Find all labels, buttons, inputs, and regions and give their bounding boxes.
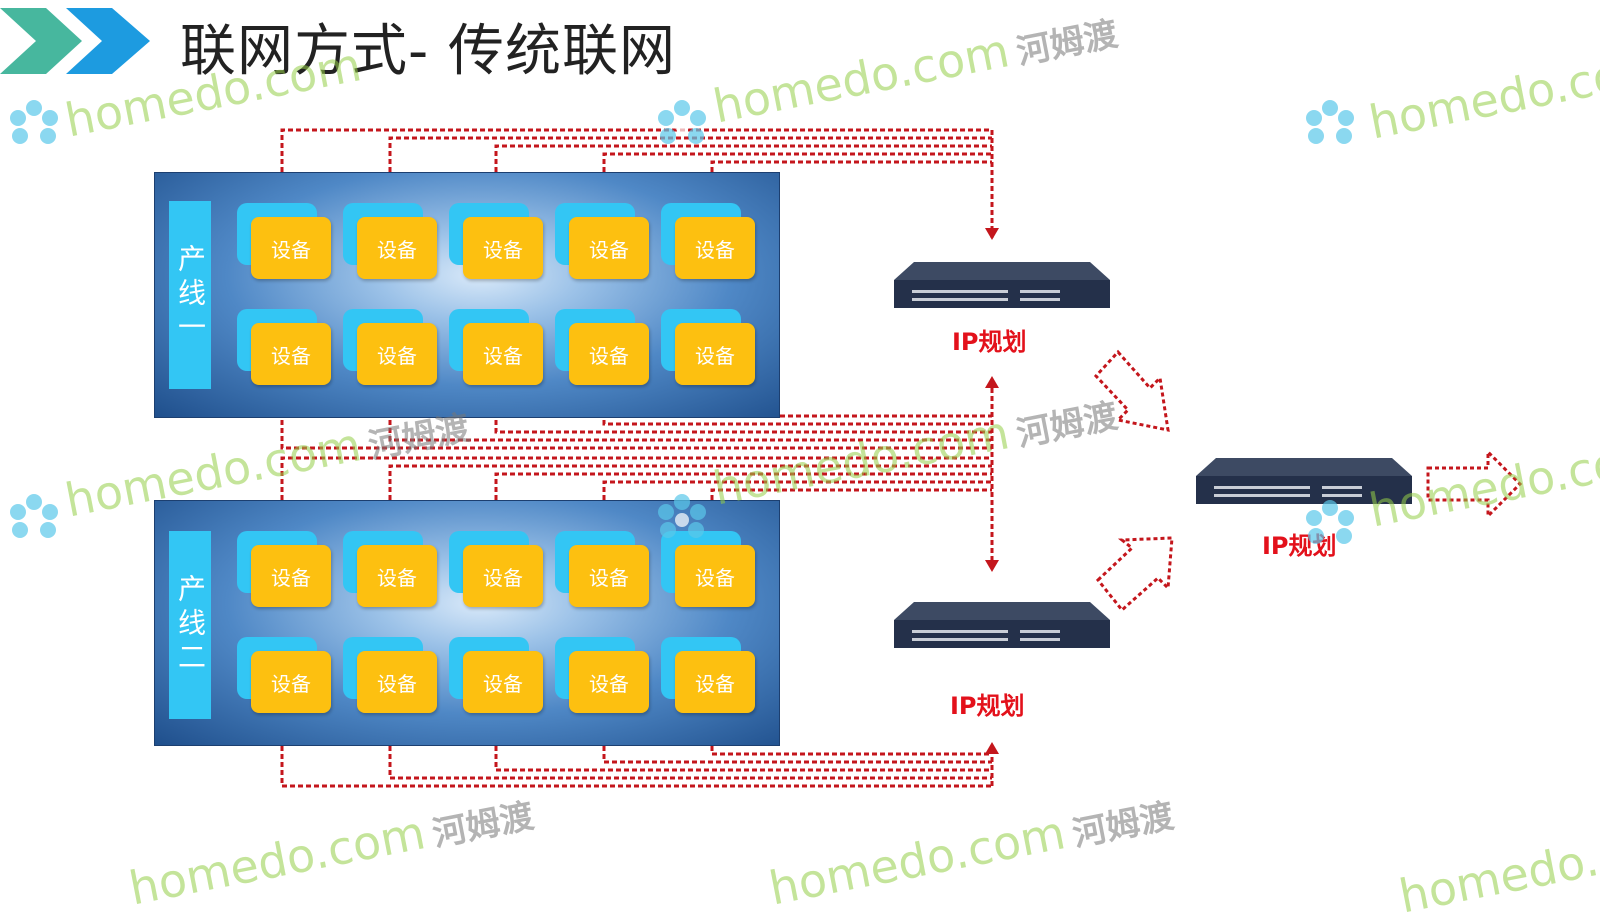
production-line-2-panel: 产线二 设备设备设备设备设备设备设备设备设备设备 xyxy=(154,500,780,746)
device-card: 设备 xyxy=(661,531,767,629)
connection-line xyxy=(494,144,992,212)
arrow-head xyxy=(985,376,999,388)
slide-canvas: 联网方式- 传统联网 产线一 设备设备设备设备设备设备设备设备设备设备 产线二 … xyxy=(0,8,1600,924)
production-line-2-label: 产线二 xyxy=(169,531,211,719)
connection-line xyxy=(494,730,992,772)
device-label: 设备 xyxy=(675,217,755,279)
device-card: 设备 xyxy=(237,309,343,407)
device-label: 设备 xyxy=(357,651,437,713)
device-label: 设备 xyxy=(569,323,649,385)
device-label: 设备 xyxy=(251,217,331,279)
device-label: 设备 xyxy=(463,545,543,607)
device-card: 设备 xyxy=(343,203,449,301)
production-line-1-panel: 产线一 设备设备设备设备设备设备设备设备设备设备 xyxy=(154,172,780,418)
device-label: 设备 xyxy=(251,651,331,713)
switch-1-label: IP规划 xyxy=(952,328,1027,356)
switch-core-label: IP规划 xyxy=(1262,532,1337,560)
connection-line xyxy=(280,404,992,450)
device-label: 设备 xyxy=(675,545,755,607)
device-label: 设备 xyxy=(357,217,437,279)
arrow-head xyxy=(985,560,999,572)
device-card: 设备 xyxy=(449,531,555,629)
device-label: 设备 xyxy=(357,323,437,385)
arrow-core-out xyxy=(1426,448,1523,520)
device-card: 设备 xyxy=(555,531,661,629)
page-title: 联网方式- 传统联网 xyxy=(180,19,677,84)
device-card: 设备 xyxy=(237,203,343,301)
device-card: 设备 xyxy=(449,309,555,407)
uplink-arrows xyxy=(1093,349,1523,613)
connection-line xyxy=(602,404,992,426)
switch-1-icon xyxy=(894,262,1110,308)
device-card: 设备 xyxy=(661,637,767,735)
device-card: 设备 xyxy=(449,203,555,301)
switch-2-icon xyxy=(894,602,1110,648)
device-card: 设备 xyxy=(449,637,555,735)
device-label: 设备 xyxy=(251,545,331,607)
production-line-1-devices: 设备设备设备设备设备设备设备设备设备设备 xyxy=(237,203,757,393)
device-label: 设备 xyxy=(675,323,755,385)
device-card: 设备 xyxy=(237,637,343,735)
connection-line xyxy=(280,730,992,788)
arrow-head xyxy=(985,228,999,240)
arrow-switch2-to-core xyxy=(1095,536,1174,613)
device-label: 设备 xyxy=(569,651,649,713)
production-line-2-label-text: 产线二 xyxy=(174,574,207,676)
switch-core-icon xyxy=(1196,458,1412,504)
device-label: 设备 xyxy=(463,651,543,713)
arrow-head xyxy=(985,742,999,754)
device-label: 设备 xyxy=(463,323,543,385)
device-card: 设备 xyxy=(343,531,449,629)
device-card: 设备 xyxy=(343,637,449,735)
device-label: 设备 xyxy=(463,217,543,279)
device-label: 设备 xyxy=(569,217,649,279)
connection-line xyxy=(494,472,992,540)
device-card: 设备 xyxy=(661,203,767,301)
production-line-1-label-text: 产线一 xyxy=(174,244,207,346)
arrow-switch1-to-core xyxy=(1093,349,1170,432)
device-label: 设备 xyxy=(357,545,437,607)
production-line-2-devices: 设备设备设备设备设备设备设备设备设备设备 xyxy=(237,531,757,721)
device-label: 设备 xyxy=(251,323,331,385)
device-card: 设备 xyxy=(555,203,661,301)
connection-line xyxy=(388,730,992,780)
chevron-icon xyxy=(0,8,150,74)
device-card: 设备 xyxy=(237,531,343,629)
production-line-1-label: 产线一 xyxy=(169,201,211,389)
device-label: 设备 xyxy=(569,545,649,607)
device-card: 设备 xyxy=(555,637,661,735)
switch-2-label: IP规划 xyxy=(950,692,1025,720)
device-label: 设备 xyxy=(675,651,755,713)
device-card: 设备 xyxy=(661,309,767,407)
device-card: 设备 xyxy=(343,309,449,407)
device-card: 设备 xyxy=(555,309,661,407)
